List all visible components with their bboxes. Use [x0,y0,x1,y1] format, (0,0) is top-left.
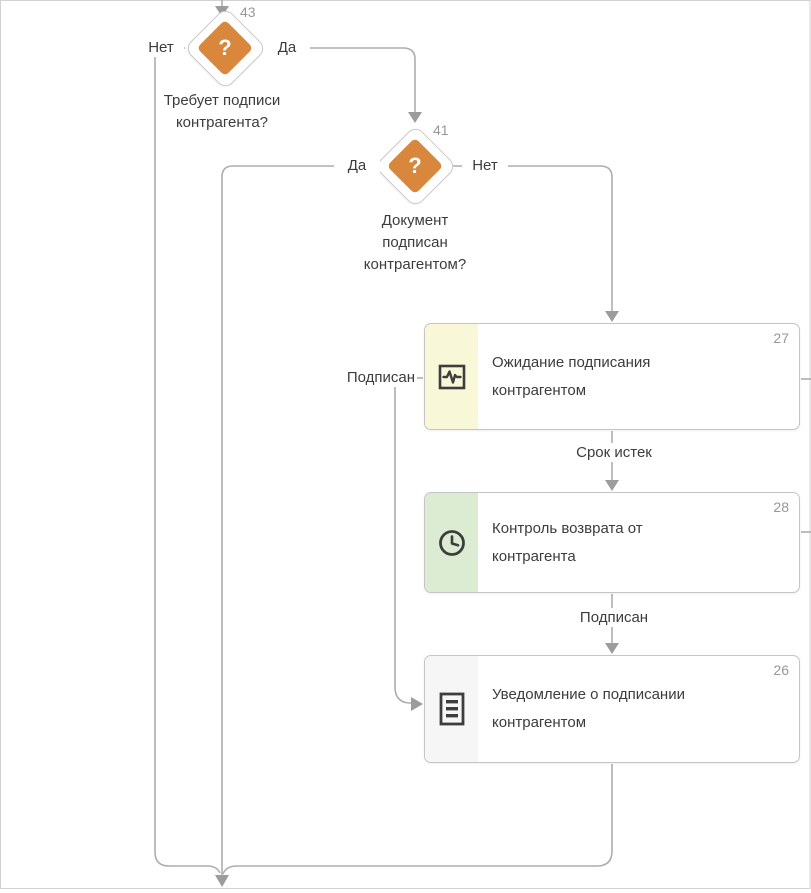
element-number: 41 [433,122,449,138]
arrow-down-icon [605,643,619,654]
caption-line: Требует подписи [163,92,281,109]
edge-decision43-yes [264,47,416,112]
edge-task27-signed [394,386,411,704]
element-number: 43 [240,4,256,20]
transition-label-signed: Подписан [313,368,417,387]
transition-label-deadline: Срок истек [557,443,671,462]
edge-task26-out [222,764,613,875]
branch-label-yes: Да [264,38,310,57]
caption-line: подписан [382,234,448,251]
decision-node-43[interactable]: ? [183,6,268,91]
task-icon-panel [425,656,478,762]
document-icon [439,692,464,726]
branch-label-no: Нет [138,38,184,57]
arrow-down-icon [605,480,619,491]
transition-label-signed: Подписан [562,608,666,627]
caption-line: Документ [381,212,449,229]
task-node-28[interactable]: Контроль возврата от контрагента 28 [424,492,800,593]
task-body: Контроль возврата от контрагента 28 [478,493,799,592]
task-node-26[interactable]: Уведомление о подписании контрагентом 26 [424,655,800,763]
task-title: Контроль возврата от контрагента [492,519,643,565]
task-body: Ожидание подписания контрагентом 27 [478,324,799,429]
task-icon-panel [425,324,478,429]
task-node-27[interactable]: Ожидание подписания контрагентом 27 [424,323,800,430]
arrow-right-icon [411,697,423,711]
branch-label-no: Нет [462,156,508,175]
edge-decision43-no [154,47,221,874]
decision-node-41[interactable]: ? [373,124,458,209]
task-title: Ожидание подписания контрагентом [492,353,651,399]
arrow-down-icon [408,112,422,123]
clock-icon [438,529,465,556]
arrow-down-icon [605,311,619,322]
caption-line: контрагента? [175,114,269,131]
task-title: Уведомление о подписании контрагентом [492,686,685,731]
element-number: 27 [773,330,789,346]
question-icon: ? [408,153,422,178]
arrow-down-icon [215,875,229,887]
edge-decision41-yes [221,165,378,875]
element-number: 26 [773,662,789,678]
caption-line: контрагентом? [363,256,467,273]
branch-label-yes: Да [334,156,380,175]
element-number: 28 [773,499,789,515]
decision-43-caption: Требует подписи контрагента? [122,90,322,134]
edge-decision41-no [452,165,613,311]
pulse-monitor-icon [438,364,465,389]
question-icon: ? [218,35,232,60]
task-body: Уведомление о подписании контрагентом 26 [478,656,799,762]
decision-41-caption: Документ подписан контрагентом? [315,210,515,276]
task-icon-panel [425,493,478,592]
